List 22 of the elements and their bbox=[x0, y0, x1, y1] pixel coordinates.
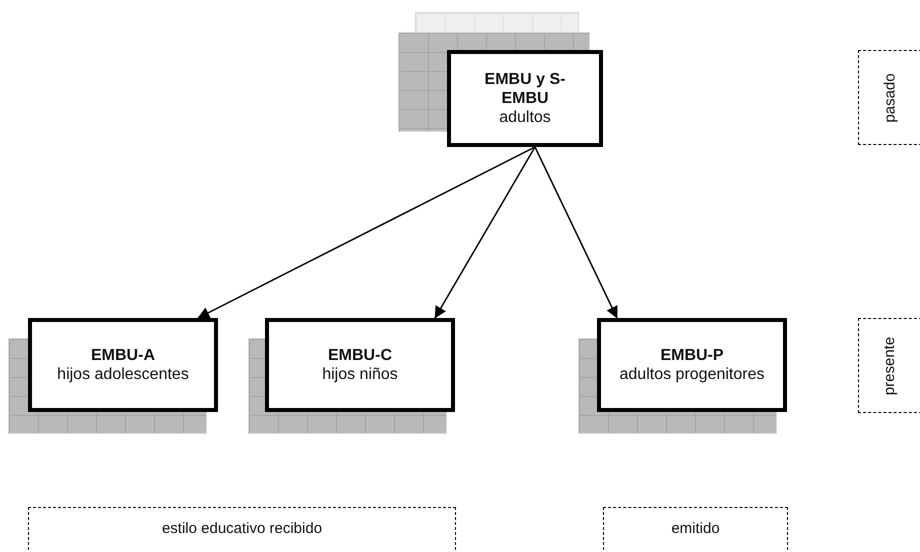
instrument-box bbox=[597, 318, 787, 412]
instrument-name: EMBU-A bbox=[91, 346, 155, 365]
instrument-box bbox=[265, 318, 455, 412]
arrow bbox=[534, 146, 618, 319]
instrument-name: EMBU-C bbox=[328, 346, 392, 365]
respondent-label: hijos niños bbox=[322, 365, 398, 384]
category-box bbox=[603, 507, 788, 550]
instrument-box bbox=[28, 318, 218, 412]
category-label: emitido bbox=[671, 520, 720, 538]
respondent-label: adultos progenitores bbox=[620, 365, 764, 384]
arrow bbox=[434, 146, 536, 319]
respondent-label: hijos adolescentes bbox=[57, 365, 189, 384]
category-label: estilo educativo recibido bbox=[162, 520, 322, 538]
category-box bbox=[858, 318, 920, 413]
category-box bbox=[858, 50, 920, 145]
category-label: pasado bbox=[882, 72, 900, 122]
instrument-box bbox=[447, 50, 603, 147]
category-label: presente bbox=[882, 336, 900, 395]
respondent-label: adultos bbox=[499, 108, 551, 127]
instrument-name: EMBU-P bbox=[660, 346, 724, 365]
category-box bbox=[28, 507, 456, 550]
arrow bbox=[197, 146, 536, 319]
